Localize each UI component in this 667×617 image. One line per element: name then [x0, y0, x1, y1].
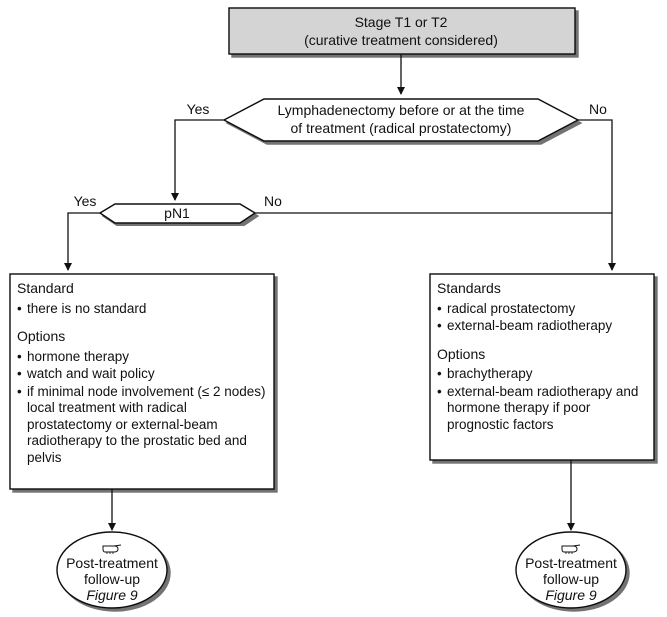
left-standard-heading: Standard	[17, 280, 74, 296]
list-item: external-beam radiotherapy and hormone t…	[437, 384, 647, 434]
connector-lymph-yes	[171, 119, 224, 201]
followup-right-circle	[515, 531, 627, 609]
right-standards-list: radical prostatectomy external-beam radi…	[437, 301, 647, 335]
list-item: radical prostatectomy	[437, 301, 647, 318]
lymph-no-label: No	[589, 101, 607, 117]
list-item: hormone therapy	[17, 349, 269, 366]
right-box-content: Standards radical prostatectomy external…	[437, 280, 647, 434]
start-box	[228, 7, 576, 55]
right-options-heading: Options	[437, 345, 486, 362]
list-item: there is no standard	[17, 301, 269, 318]
lymph-line2: of treatment (radical prostatectomy)	[291, 120, 512, 136]
followup-right-line1: Post-treatment	[525, 555, 617, 571]
pn1-no-label: No	[264, 193, 282, 209]
pn1-yes-label: Yes	[74, 193, 97, 209]
followup-left-circle	[56, 531, 168, 609]
list-item: if minimal node involvement (≤ 2 nodes) …	[17, 384, 269, 467]
followup-right-ref: Figure 9	[545, 587, 597, 603]
connector-pn1-yes	[64, 212, 100, 271]
connector-lymph-no	[578, 119, 616, 271]
followup-left-line2: follow-up	[84, 571, 140, 587]
followup-left-ref: Figure 9	[86, 587, 138, 603]
right-standards-heading: Standards	[437, 280, 501, 296]
list-item: watch and wait policy	[17, 366, 269, 383]
lymph-yes-label: Yes	[187, 101, 210, 117]
left-options-heading: Options	[17, 328, 66, 344]
left-box-content: Standard there is no standard Options ho…	[17, 280, 269, 467]
lymph-line1: Lymphadenectomy before or at the time	[278, 102, 525, 118]
left-options-list: hormone therapy watch and wait policy if…	[17, 349, 269, 467]
list-item: brachytherapy	[437, 366, 647, 383]
start-line2: (curative treatment considered)	[304, 32, 498, 48]
pn1-label: pN1	[164, 205, 190, 221]
pointing-hand-icon	[561, 544, 581, 554]
left-standard-list: there is no standard	[17, 301, 269, 318]
followup-right-line2: follow-up	[543, 571, 599, 587]
list-item: external-beam radiotherapy	[437, 318, 647, 335]
right-options-list: brachytherapy external-beam radiotherapy…	[437, 366, 647, 433]
followup-left-line1: Post-treatment	[66, 555, 158, 571]
start-line1: Stage T1 or T2	[355, 14, 448, 30]
pointing-hand-icon	[102, 544, 122, 554]
